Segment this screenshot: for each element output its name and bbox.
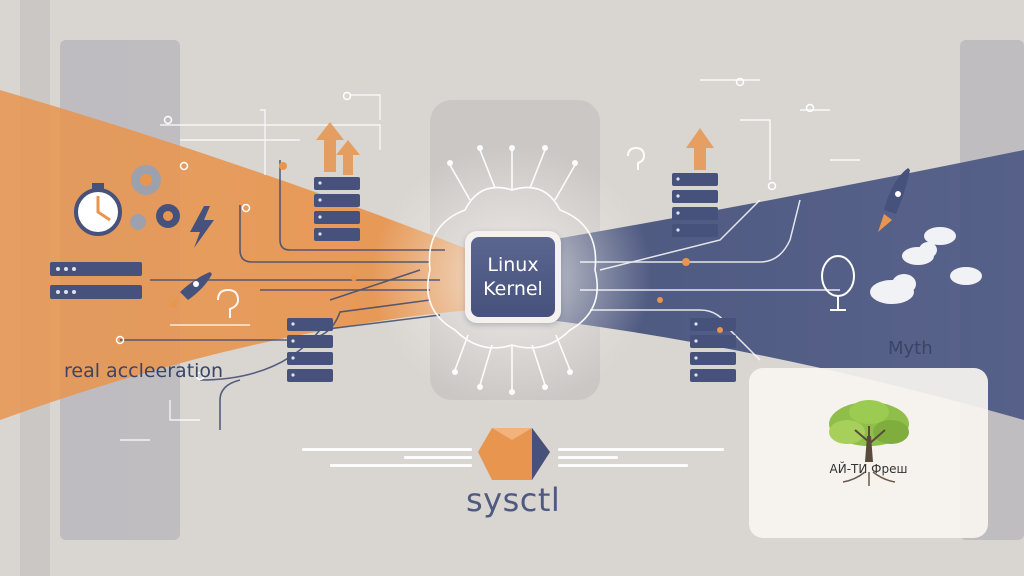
gear-icon [130,165,180,230]
cloud-icon [870,227,982,304]
server-icon [50,173,736,382]
sysctl-label: sysctl [466,481,561,519]
brain-icon [426,149,599,390]
stopwatch-icon [74,183,122,236]
up-arrow-icon [316,122,714,175]
brand-name: АЙ-ТИ Фреш [829,462,908,476]
rocket-icon [168,272,212,308]
crystal-icon [478,428,550,480]
question-mark-icon [217,146,646,318]
tree-icon [829,400,909,486]
lightning-icon [190,206,214,248]
brand-card: АЙ-ТИ Фреш [749,368,988,538]
rocket-icon [878,168,910,232]
balloon-icon [821,255,855,311]
right-caption: Myth [888,338,933,359]
circuit-lines-left-light [120,94,381,441]
navy-band [550,150,1024,420]
kernel-chip: Linux Kernel [465,231,561,323]
left-caption: real accleeration [64,360,224,382]
kernel-title-line2: Kernel [483,278,543,300]
sysctl-bars [302,448,724,467]
kernel-chip-face: Linux Kernel [471,237,555,317]
kernel-title-line1: Linux [487,254,539,276]
